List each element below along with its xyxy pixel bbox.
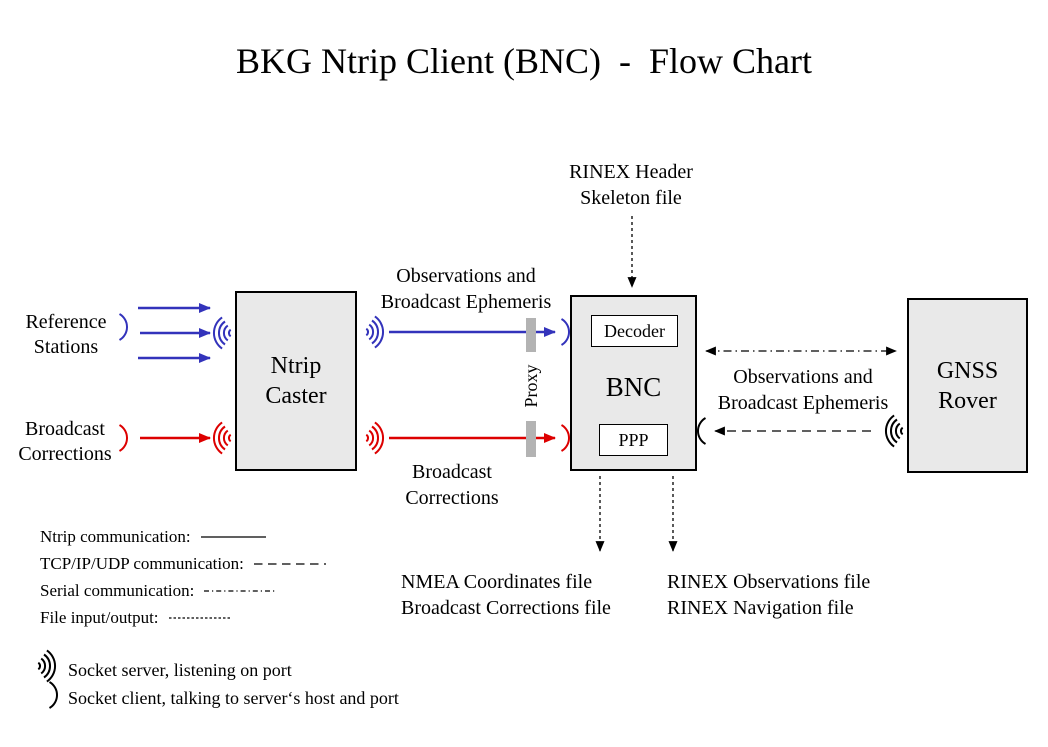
bnc-ppp-box: PPP: [599, 424, 668, 456]
proxy-label: Proxy: [520, 364, 541, 408]
proxy-bar-bottom: [526, 421, 536, 457]
gnss-rover-node: GNSS Rover: [907, 298, 1028, 473]
page-title: BKG Ntrip Client (BNC) - Flow Chart: [236, 41, 812, 81]
socket-server-icon: [365, 315, 385, 349]
legend-line-solid: [200, 536, 266, 538]
socket-client-icon: [560, 424, 571, 452]
rinex-output-label: RINEX Observations file RINEX Navigation…: [667, 571, 871, 619]
reference-stations-label: Reference Stations: [25, 311, 107, 358]
legend-line-dashdot: [204, 590, 277, 592]
socket-server-icon: [212, 421, 232, 455]
observations-to-bnc-label: Observations and Broadcast Ephemeris: [380, 265, 552, 313]
ntrip-caster-node: Ntrip Caster: [235, 291, 357, 471]
rinex-skeleton-label: RINEX Header Skeleton file: [569, 161, 693, 209]
socket-client-icon: [560, 318, 571, 346]
proxy-bar-top: [526, 318, 536, 352]
legend-row-tcp: TCP/IP/UDP communication:: [40, 554, 326, 574]
legend-line-dashed: [253, 563, 326, 565]
broadcast-corrections-source-label: Broadcast Corrections: [18, 418, 112, 465]
socket-server-icon: [365, 421, 385, 455]
file-io-arrows: [595, 216, 678, 552]
bnc-label: BNC: [605, 372, 662, 402]
socket-server-icon: [884, 414, 904, 448]
corrections-to-bnc-label: Broadcast Corrections: [405, 461, 499, 509]
socket-server-icon: [212, 316, 232, 350]
socket-server-legend-icon: [37, 649, 57, 683]
socket-client-legend-icon: [48, 681, 59, 709]
socket-server-legend-label: Socket server, listening on port: [68, 660, 292, 680]
socket-client-icon: [696, 417, 707, 445]
legend-row-file-io: File input/output:: [40, 608, 231, 628]
nmea-output-label: NMEA Coordinates file Broadcast Correcti…: [401, 571, 611, 619]
socket-client-legend-label: Socket client, talking to server‘s host …: [68, 688, 399, 708]
legend-row-serial: Serial communication:: [40, 581, 277, 601]
legend-row-ntrip: Ntrip communication:: [40, 527, 266, 547]
bnc-decoder-box: Decoder: [591, 315, 678, 347]
legend-line-finedash: [168, 617, 231, 619]
observations-to-rover-label: Observations and Broadcast Ephemeris: [717, 366, 889, 414]
